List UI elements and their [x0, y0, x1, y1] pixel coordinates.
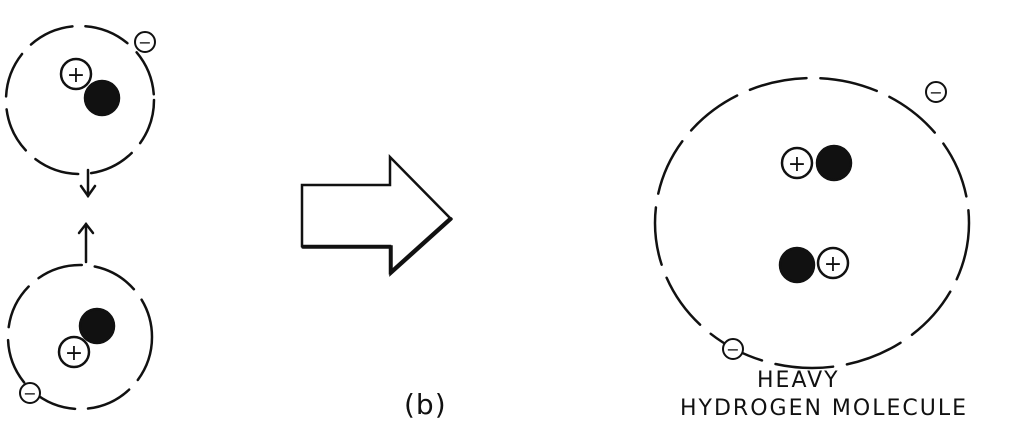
- figure-label: (b): [404, 388, 447, 421]
- approach-arrows: [77, 168, 97, 264]
- reaction-arrow: [300, 153, 453, 277]
- molecule-lower-electron: [722, 338, 744, 360]
- bottom-atom-proton-sign: +: [65, 341, 83, 366]
- molecule-title-line-1: HEAVY: [757, 368, 840, 393]
- bottom-atom-electron: [19, 382, 41, 404]
- molecule-lower-proton: [816, 246, 850, 280]
- bottom-atom-electron-sign: −: [23, 384, 36, 403]
- bottom-atom: + −: [6, 263, 154, 411]
- top-atom-proton-sign: +: [67, 63, 85, 88]
- reaction-arrow-body: [300, 153, 452, 275]
- molecule-lower-electron-sign: −: [726, 340, 739, 359]
- molecule-upper-electron-sign: −: [929, 83, 942, 102]
- down-arrow: [79, 168, 97, 199]
- molecule-electron-cloud: [653, 76, 971, 370]
- molecule-title-line-2: HYDROGEN MOLECULE: [680, 396, 968, 421]
- reaction-arrow-shadow: [301, 217, 453, 277]
- molecule-upper-neutron: [815, 144, 853, 182]
- molecule-lower-neutron: [778, 246, 816, 284]
- bottom-atom-proton: [57, 335, 91, 369]
- top-atom: + −: [4, 24, 156, 176]
- top-atom-neutron: [83, 79, 121, 117]
- molecule: + + − −: [653, 76, 971, 370]
- molecule-upper-electron: [925, 81, 947, 103]
- molecule-upper-proton-sign: +: [788, 152, 806, 177]
- bottom-atom-neutron: [78, 307, 116, 345]
- molecule-lower-proton-sign: +: [824, 252, 842, 277]
- top-atom-electron: [134, 31, 156, 53]
- top-atom-electron-sign: −: [138, 33, 151, 52]
- bottom-atom-electron-orbit: [6, 263, 154, 411]
- molecule-upper-proton: [780, 146, 814, 180]
- up-arrow: [77, 221, 95, 264]
- top-atom-electron-orbit: [4, 24, 156, 176]
- top-atom-proton: [59, 57, 93, 91]
